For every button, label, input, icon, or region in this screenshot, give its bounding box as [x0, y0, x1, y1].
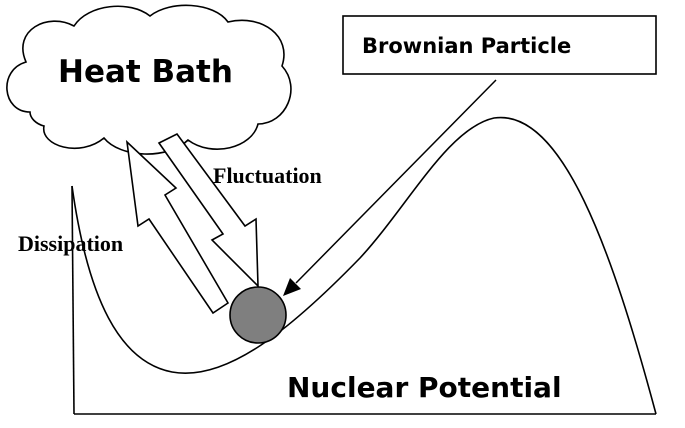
nuclear-potential-curve: [71, 116, 657, 415]
brownian-particle: [229, 286, 287, 344]
heat-bath-label: Heat Bath: [58, 54, 233, 90]
fluctuation-label: Fluctuation: [213, 163, 322, 188]
brownian-particle-box: [342, 15, 657, 75]
pointer-line: [295, 79, 497, 284]
dissipation-label: Dissipation: [18, 231, 123, 256]
potential-left-wall: [71, 185, 75, 415]
pointer-arrowhead: [283, 278, 301, 296]
nuclear-potential-label: Nuclear Potential: [287, 371, 562, 404]
dissipation-arrow: [125, 139, 230, 315]
heat-bath-cloud: [6, 4, 292, 155]
fluctuation-arrow: [157, 132, 259, 288]
brownian-particle-label: Brownian Particle: [362, 34, 571, 58]
